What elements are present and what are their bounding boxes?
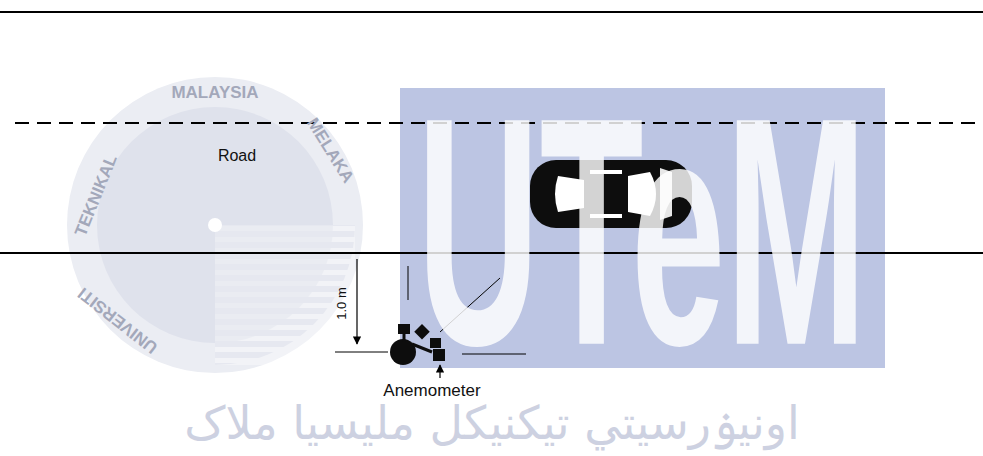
logo-dot [208, 218, 222, 232]
watermark-text: اونيۏرسيتي تيکنيکل مليسيا ملاک [184, 400, 799, 446]
logo-stripes [215, 225, 355, 365]
sight-line [408, 266, 409, 300]
road-label: Road [218, 148, 256, 164]
part-label: Anemometer [383, 382, 480, 399]
logo-stripe-ground [215, 225, 355, 365]
dimension-tick [335, 352, 388, 353]
logo-circle [67, 77, 363, 373]
dimension-arrow [356, 259, 357, 344]
watermark-text: MALAYSIA [171, 84, 258, 101]
road-edge [0, 11, 983, 13]
dimension-label: 1.0 m [334, 287, 347, 320]
watermark-logo: UTeM [417, 70, 867, 395]
